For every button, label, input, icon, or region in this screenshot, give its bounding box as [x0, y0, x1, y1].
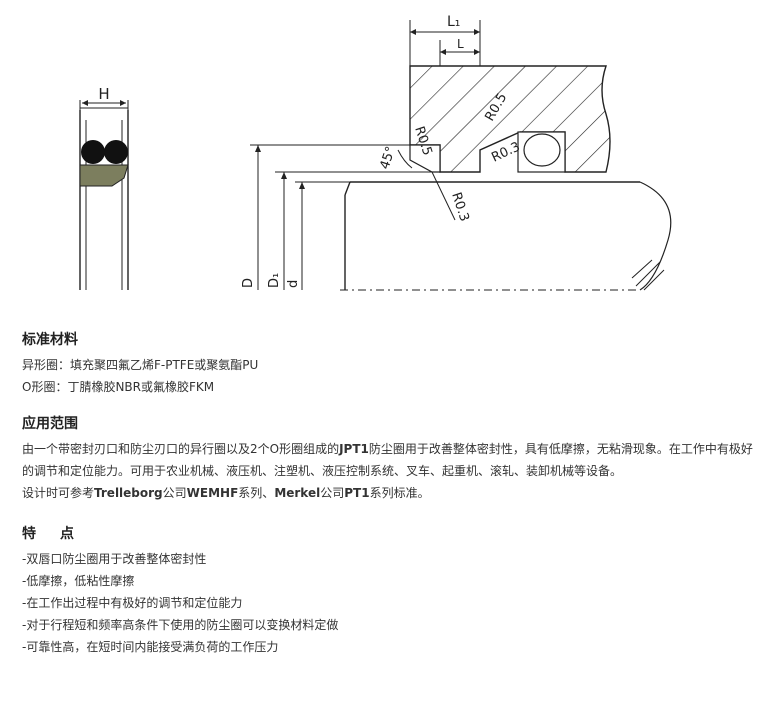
feature-item: -在工作出过程中有极好的调节和定位能力 [22, 596, 243, 610]
application-section: 应用范围 由一个带密封刃口和防尘刃口的异行圈以及2个O形圈组成的JPT1防尘圈用… [22, 414, 762, 504]
application-paragraph: 由一个带密封刃口和防尘刃口的异行圈以及2个O形圈组成的JPT1防尘圈用于改善整体… [22, 438, 762, 482]
small-seal-view: H [79, 85, 129, 290]
features-title: 特点 [22, 526, 98, 542]
application-text: 防尘圈用于改善整体密封性，具有低摩擦，无粘滑现象。在工作中有极好的调节和定位能力… [22, 442, 753, 478]
spec-content: 标准材料 异形圈：填充聚四氟乙烯F-PTFE或聚氨酯PU O形圈：丁腈橡胶NBR… [22, 330, 762, 658]
series-wemhf: WEMHF [186, 486, 239, 500]
label-d-inner: d [286, 280, 301, 288]
seal-cross-section-diagram: H [0, 0, 776, 310]
label-h: H [98, 85, 109, 103]
reference-text: 公司 [162, 486, 187, 500]
feature-item: -双唇口防尘圈用于改善整体密封性 [22, 552, 207, 566]
brand-trelleborg: Trelleborg [94, 486, 163, 500]
reference-text: 设计时可参考 [22, 486, 95, 500]
standard-materials-section: 标准材料 异形圈：填充聚四氟乙烯F-PTFE或聚氨酯PU O形圈：丁腈橡胶NBR… [22, 330, 762, 398]
reference-text: 系列、 [238, 486, 275, 500]
reference-paragraph: 设计时可参考Trelleborg公司WEMHF系列、Merkel公司PT1系列标… [22, 482, 762, 504]
seal-lip [409, 144, 441, 173]
product-code: JPT1 [339, 442, 369, 456]
label-l: L [457, 37, 464, 51]
features-section: 特点 -双唇口防尘圈用于改善整体密封性 -低摩擦，低粘性摩擦 -在工作出过程中有… [22, 524, 762, 658]
rod [340, 181, 672, 291]
series-pt1: PT1 [344, 486, 370, 500]
standard-materials-title: 标准材料 [22, 332, 78, 348]
dimension-lines [250, 20, 481, 290]
housing [409, 65, 611, 173]
reference-text: 系列标准。 [369, 486, 430, 500]
reference-text: 公司 [320, 486, 345, 500]
label-angle: 45° [378, 145, 399, 172]
brand-merkel: Merkel [274, 486, 321, 500]
material-item: O形圈：丁腈橡胶NBR或氟橡胶FKM [22, 380, 215, 394]
label-l1: L₁ [447, 14, 460, 30]
label-r03-b: R0.3 [448, 191, 471, 224]
label-d1: D₁ [267, 273, 282, 288]
material-item: 异形圈：填充聚四氟乙烯F-PTFE或聚氨酯PU [22, 358, 259, 372]
diagram-svg: H [79, 14, 672, 291]
feature-item: -可靠性高，在短时间内能接受满负荷的工作压力 [22, 640, 279, 654]
feature-item: -低摩擦，低粘性摩擦 [22, 574, 135, 588]
application-text: 由一个带密封刃口和防尘刃口的异行圈以及2个O形圈组成的 [22, 442, 340, 456]
label-d-outer: D [241, 278, 256, 288]
feature-item: -对于行程短和频率高条件下使用的防尘圈可以变换材料定做 [22, 618, 339, 632]
application-title: 应用范围 [22, 416, 78, 432]
